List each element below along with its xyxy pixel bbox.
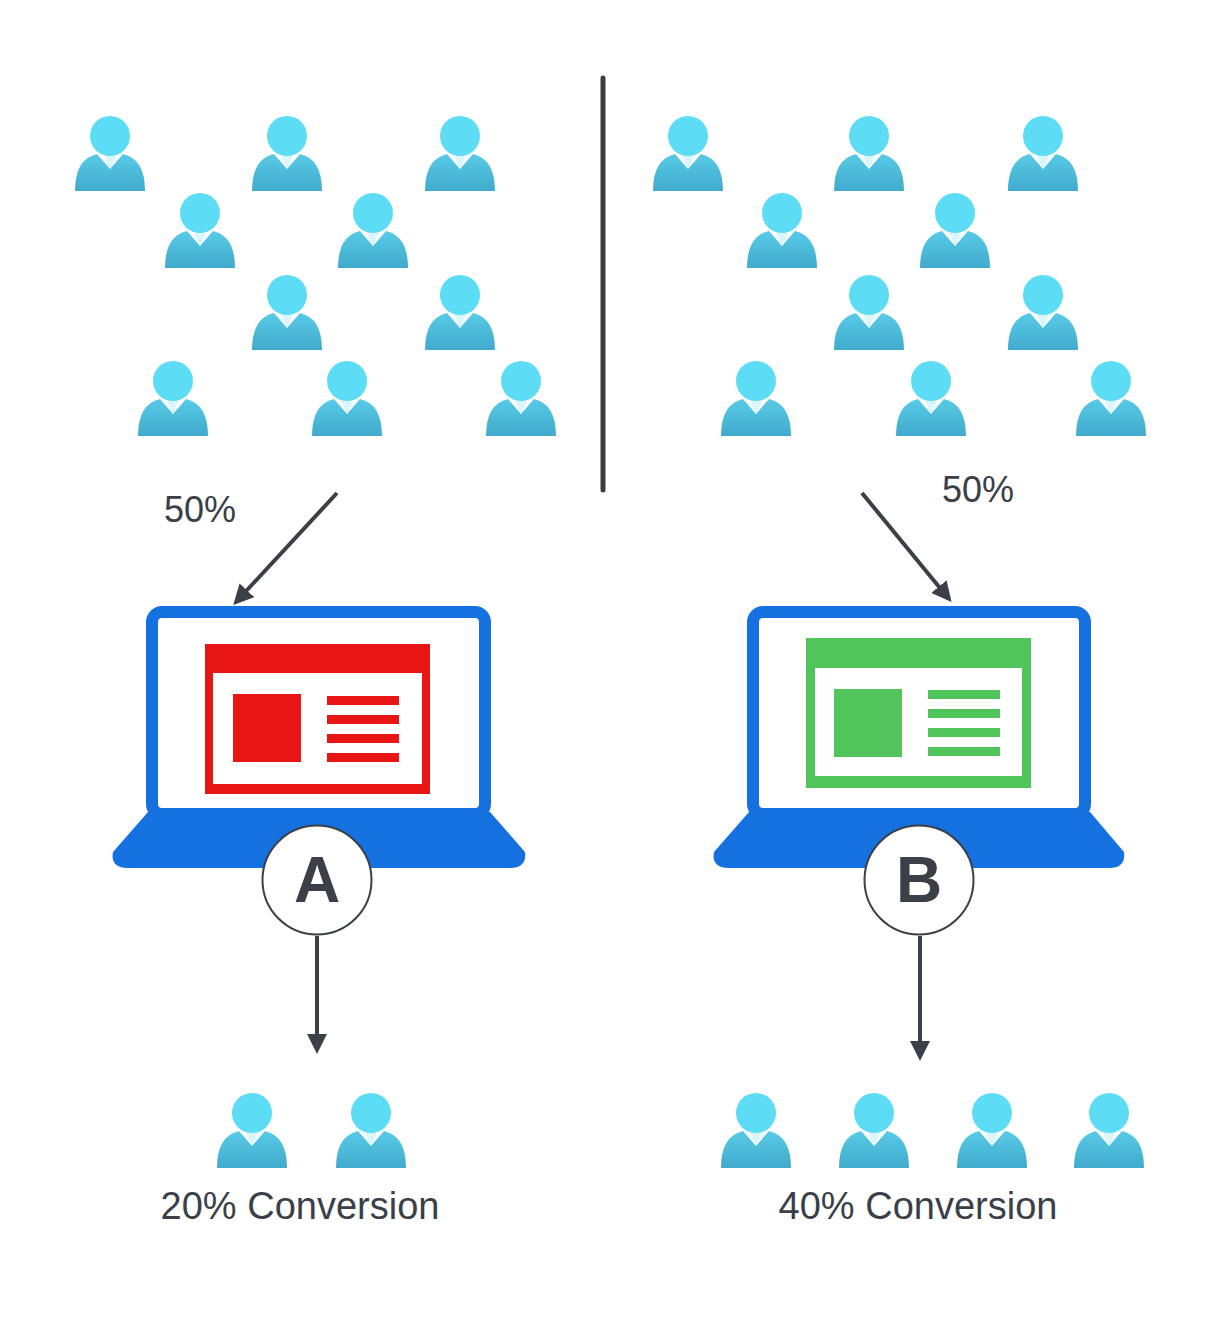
variant-letter: B — [896, 843, 942, 917]
variant-letter: A — [294, 843, 340, 917]
split-percent: 50% — [942, 469, 1014, 511]
conversion-label: 20% Conversion — [161, 1185, 440, 1228]
visitor-crowd-left — [75, 116, 556, 436]
visitor-crowd-right — [653, 116, 1146, 436]
converted-users-b — [721, 1093, 1144, 1168]
converted-users-a — [217, 1093, 406, 1168]
divider-line — [601, 78, 606, 490]
result-arrow — [918, 936, 922, 1057]
split-percent: 50% — [164, 489, 236, 531]
variant-circle: B — [863, 824, 975, 936]
result-arrow — [315, 936, 319, 1050]
conversion-label: 40% Conversion — [779, 1185, 1058, 1228]
split-arrow — [862, 493, 949, 599]
variant-circle: A — [261, 824, 373, 936]
split-arrow — [236, 493, 337, 602]
